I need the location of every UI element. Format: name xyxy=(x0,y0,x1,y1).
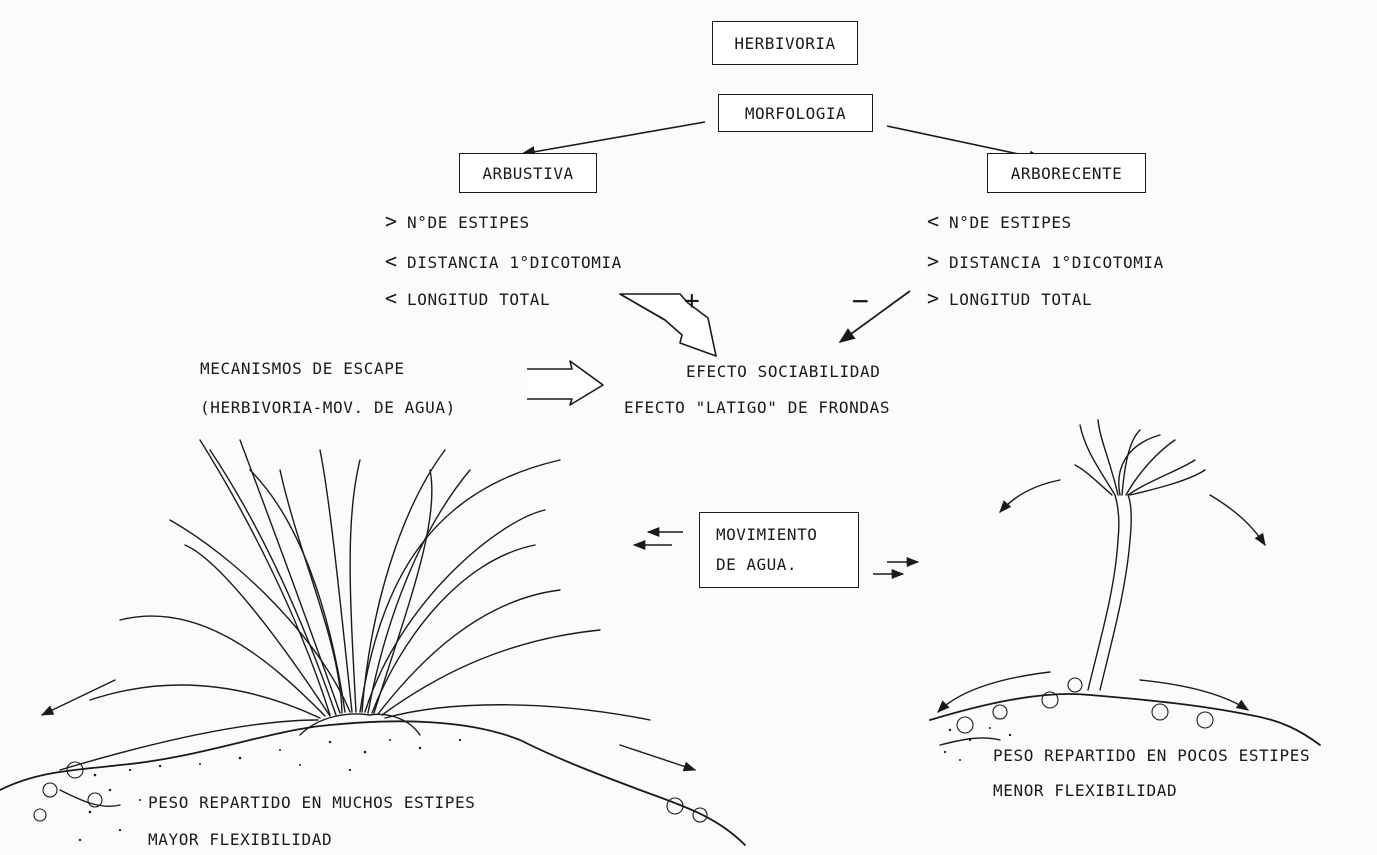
comparison-sign: < xyxy=(927,213,949,229)
arbustiva-trait-3: <LONGITUD TOTAL xyxy=(385,290,550,309)
left-caption-line2: MAYOR FLEXIBILIDAD xyxy=(148,830,332,849)
effect-sociabilidad: EFECTO SOCIABILIDAD xyxy=(686,362,880,381)
trait-label: LONGITUD TOTAL xyxy=(407,290,550,309)
comparison-sign: > xyxy=(927,253,949,269)
arbustiva-trait-2: <DISTANCIA 1°DICOTOMIA xyxy=(385,253,622,272)
right-caption-line1: PESO REPARTIDO EN POCOS ESTIPES xyxy=(993,746,1310,765)
morfologia-label: MORFOLOGIA xyxy=(745,104,846,123)
arborecente-label: ARBORECENTE xyxy=(1011,164,1122,183)
comparison-sign: < xyxy=(385,253,407,269)
positive-sign: + xyxy=(684,286,700,316)
escape-line1: MECANISMOS DE ESCAPE xyxy=(200,359,405,378)
water-arrows-right xyxy=(873,562,918,574)
morfologia-box: MORFOLOGIA xyxy=(718,94,873,132)
shrub-kelp-illustration xyxy=(0,440,745,845)
escape-line2: (HERBIVORIA-MOV. DE AGUA) xyxy=(200,398,456,417)
arborecente-trait-2: >DISTANCIA 1°DICOTOMIA xyxy=(927,253,1164,272)
arbustiva-box: ARBUSTIVA xyxy=(459,153,597,193)
arbustiva-trait-1: >N°DE ESTIPES xyxy=(385,213,530,232)
herbivoria-box: HERBIVORIA xyxy=(712,21,858,65)
trait-label: N°DE ESTIPES xyxy=(949,213,1072,232)
left-caption-line1: PESO REPARTIDO EN MUCHOS ESTIPES xyxy=(148,793,475,812)
comparison-sign: > xyxy=(927,290,949,306)
trait-label: N°DE ESTIPES xyxy=(407,213,530,232)
tree-kelp-illustration xyxy=(930,420,1320,761)
comparison-sign: > xyxy=(385,213,407,229)
arborecente-trait-3: >LONGITUD TOTAL xyxy=(927,290,1092,309)
water-arrows-left xyxy=(634,532,683,545)
arborecente-box: ARBORECENTE xyxy=(987,153,1146,193)
trait-label: LONGITUD TOTAL xyxy=(949,290,1092,309)
herbivoria-label: HERBIVORIA xyxy=(734,34,835,53)
comparison-sign: < xyxy=(385,290,407,306)
effect-latigo: EFECTO "LATIGO" DE FRONDAS xyxy=(624,398,890,417)
trait-label: DISTANCIA 1°DICOTOMIA xyxy=(407,253,622,272)
positive-effect-arrow xyxy=(620,294,716,356)
arbustiva-label: ARBUSTIVA xyxy=(482,164,573,183)
trait-label: DISTANCIA 1°DICOTOMIA xyxy=(949,253,1164,272)
arrow-to-arbustiva xyxy=(522,122,705,154)
negative-sign: − xyxy=(852,284,869,317)
escape-arrow xyxy=(527,361,603,405)
movimiento-box: MOVIMIENTO DE AGUA. xyxy=(699,512,859,588)
movimiento-line2: DE AGUA. xyxy=(716,550,797,580)
movimiento-line1: MOVIMIENTO xyxy=(716,520,817,550)
negative-effect-arrow xyxy=(840,291,910,342)
right-caption-line2: MENOR FLEXIBILIDAD xyxy=(993,781,1177,800)
arborecente-trait-1: <N°DE ESTIPES xyxy=(927,213,1072,232)
